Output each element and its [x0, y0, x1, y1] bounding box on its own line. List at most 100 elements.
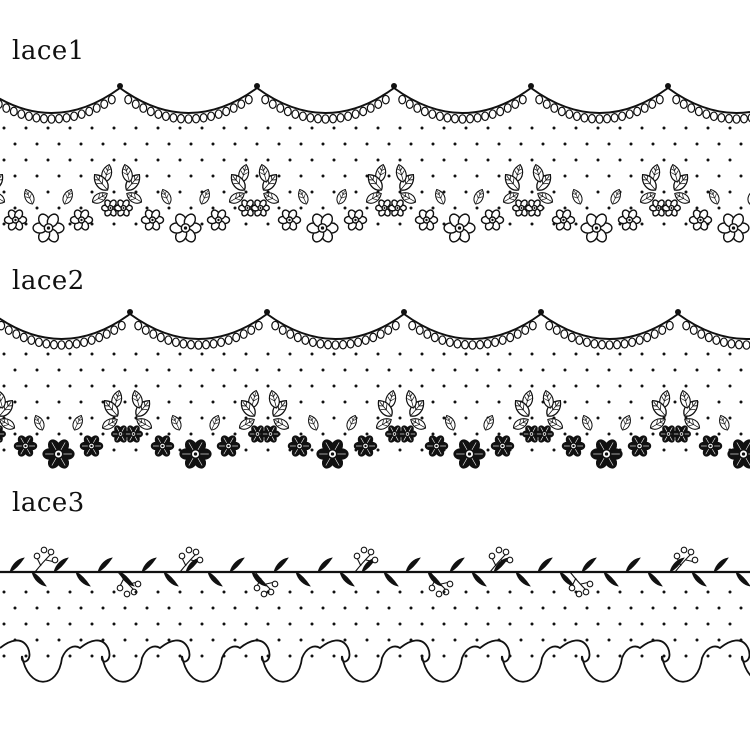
- lace-dot: [2, 190, 6, 194]
- bead-loop: [278, 325, 287, 335]
- flower-icon: [69, 209, 94, 231]
- lace-dot: [365, 142, 369, 146]
- lace-dot: [530, 384, 534, 388]
- bead-loop: [655, 94, 664, 105]
- lace-dot: [486, 622, 490, 626]
- lace-dot: [431, 174, 435, 178]
- lace-dot: [57, 206, 61, 210]
- lace-dot: [343, 432, 347, 436]
- lace-dot: [233, 400, 237, 404]
- lace-dot: [211, 400, 215, 404]
- bead-loop: [595, 114, 604, 124]
- lace-dot: [244, 590, 248, 594]
- lace-dot: [211, 368, 215, 372]
- lace-dot: [420, 448, 424, 452]
- lace-dot: [244, 384, 248, 388]
- lace-dot: [618, 622, 622, 626]
- lace-dot: [640, 222, 644, 226]
- lace-dot: [585, 400, 589, 404]
- lace-dot: [717, 174, 721, 178]
- bead-loop: [224, 335, 233, 345]
- bead-loop: [496, 106, 505, 117]
- lace-dot: [277, 206, 281, 210]
- lace-dot: [178, 352, 182, 356]
- leaf-icon: [709, 188, 720, 205]
- lace-dot: [486, 654, 490, 658]
- lace-dot: [684, 654, 688, 658]
- leaf-icon: [121, 163, 133, 183]
- lace-dot: [112, 590, 116, 594]
- bead-loop: [435, 111, 444, 122]
- lace-dot: [629, 174, 633, 178]
- bead-loop: [141, 325, 150, 335]
- flower-icon: [206, 209, 231, 231]
- bead-loop: [643, 332, 652, 343]
- bead-loop: [635, 335, 644, 345]
- lace-dot: [332, 654, 336, 658]
- bead-loop: [740, 113, 749, 124]
- lace-dot: [552, 190, 556, 194]
- lace-dot: [68, 590, 72, 594]
- lace-dot: [717, 606, 721, 610]
- lace-dot: [508, 622, 512, 626]
- bead-loop: [582, 337, 591, 348]
- lace-dot: [431, 206, 435, 210]
- lace-dot: [684, 190, 688, 194]
- lace-dot: [90, 352, 94, 356]
- lace-dot: [101, 432, 105, 436]
- bead-loop: [575, 335, 584, 345]
- lace-dot: [310, 590, 314, 594]
- leaf-icon: [581, 557, 597, 573]
- lace-dot: [475, 174, 479, 178]
- lace-dot: [629, 606, 633, 610]
- lace-dot: [376, 126, 380, 130]
- lace-dot: [24, 416, 28, 420]
- bead-loop: [460, 339, 469, 350]
- lace-dot: [244, 622, 248, 626]
- lace-dot: [585, 368, 589, 372]
- bead-loop: [528, 320, 537, 331]
- lace-dot: [519, 142, 523, 146]
- lace-dot: [134, 384, 138, 388]
- lace-dot: [596, 158, 600, 162]
- bead-loop: [682, 320, 691, 331]
- lace-dot: [398, 416, 402, 420]
- leaf-icon: [199, 188, 210, 205]
- lace-dot: [321, 206, 325, 210]
- leaf-icon: [209, 414, 220, 431]
- bead-loop: [100, 99, 109, 109]
- lace-dot: [673, 368, 677, 372]
- lace-dot: [398, 590, 402, 594]
- lace-dot: [662, 352, 666, 356]
- lace-dot: [464, 158, 468, 162]
- lace-dot: [365, 638, 369, 642]
- bead-loop: [131, 99, 140, 109]
- lace-dot: [288, 416, 292, 420]
- lace-dot: [2, 448, 6, 452]
- lace-dot: [2, 384, 6, 388]
- bead-loop: [232, 332, 241, 343]
- lace-dot: [68, 654, 72, 658]
- lace-dot: [57, 368, 61, 372]
- lace-dot: [420, 384, 424, 388]
- lace-dot: [244, 222, 248, 226]
- lace-dot: [618, 158, 622, 162]
- lace-dot: [739, 432, 743, 436]
- lace-dot: [574, 352, 578, 356]
- lace-dot: [618, 416, 622, 420]
- leaf-icon: [62, 188, 73, 205]
- leaf-icon: [268, 389, 280, 409]
- lace-dot: [442, 190, 446, 194]
- leaf-icon: [308, 414, 319, 431]
- lace-dot: [79, 606, 83, 610]
- lace-dot: [530, 158, 534, 162]
- lace-dot: [211, 142, 215, 146]
- lace-dot: [453, 400, 457, 404]
- lace-dot: [2, 622, 6, 626]
- bead-loop: [102, 329, 111, 339]
- lace-dot: [200, 590, 204, 594]
- flower-icon: [261, 425, 280, 443]
- scallop-peak: [665, 83, 671, 89]
- lace-dot: [673, 638, 677, 642]
- lace3-band: [0, 546, 750, 683]
